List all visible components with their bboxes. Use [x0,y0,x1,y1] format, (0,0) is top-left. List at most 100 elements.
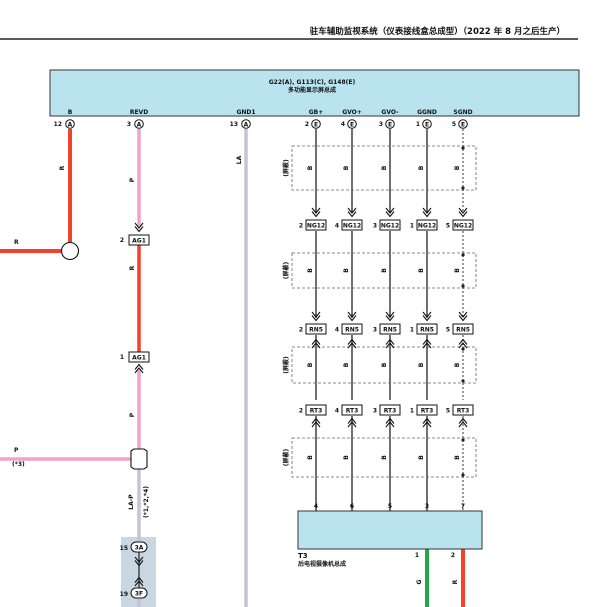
pin-conn-b [65,119,75,129]
b-splice-point [60,241,80,261]
ng12-num-2: 3 [373,222,377,229]
wire-color-0-3: B [307,455,314,460]
rn-chevron-0 [311,311,321,322]
rt3-connector-0-label: RT3 [310,407,323,414]
rn5-connector-0-label: RN5 [309,326,323,333]
rt-up-chevron-4 [458,417,468,428]
ng12-connector-2 [379,219,401,231]
rt3-num-0: 2 [299,407,303,414]
pin-conn-sgnd [458,119,468,129]
conn-3a-num: 15 [120,545,128,552]
wire-color-2-2: B [381,362,388,367]
wire-color-3-2: B [418,362,425,367]
revd-wire-color: P [129,177,136,182]
left-pink-label: P [14,447,19,454]
ag1-top-num: 2 [120,237,124,244]
pin-conn-revd [134,119,144,129]
wire-color-1-3: B [343,455,350,460]
camera-pin-num-1: 6 [350,503,354,510]
pin-conn-gvo-letter: E [350,121,354,128]
rn-up-chevron-4 [458,338,468,349]
pin-name-gnd1: GND1 [236,109,255,116]
multi-display-connector-box [49,69,580,117]
ng-chevron-0 [311,207,321,218]
ng12-connector-4-label: NG12 [454,222,472,229]
pin-name-gvo: GVO- [381,109,399,116]
la-p-color: LA-P [128,494,135,510]
rt-up-chevron-3 [422,417,432,428]
ng12-connector-0-label: NG12 [307,222,325,229]
ng-chevron-4 [458,207,468,218]
rt3-num-3: 1 [410,407,414,414]
canl-wire-color: R [452,579,459,584]
ng12-num-4: 5 [446,222,450,229]
pin-num-sgnd: 5 [452,121,456,128]
pin-conn-gvo [385,119,395,129]
ng12-num-3: 1 [410,222,414,229]
camera-pin-num-3: 3 [425,503,429,510]
drain-dot-top-2 [461,347,465,351]
camera-pin-num-0: 4 [314,503,318,510]
wire-color-1-2: B [343,362,350,367]
ng12-connector-3 [416,219,438,231]
ag1-top-connector-label: AG1 [132,237,146,244]
top-connector-id: G22(A), G113(C), G148(E) [269,79,356,86]
camera-canh-num: 1 [415,552,419,559]
ag1-top-chevron [134,222,144,233]
shield-boxes [291,145,477,478]
gnd1-wire-color: LA [236,155,243,164]
shield-label-1: (屏蔽) [282,159,290,177]
drain-dot-bottom-3 [461,473,465,477]
rn5-connector-3-label: RN5 [420,326,434,333]
rn-chevron-1 [347,311,357,322]
rn5-num-1: 4 [335,326,339,333]
rt3-connector-4-label: RT3 [457,407,470,414]
pin-name-gb: GB+ [309,109,324,116]
pin-num-ggnd: 1 [416,121,420,128]
wire-color-4-0: B [454,165,461,170]
pin-conn-ggnd-letter: E [425,121,429,128]
revd-mid-color: R [129,265,136,270]
rn-up-chevron-1 [347,338,357,349]
rn-up-chevron-0 [311,338,321,349]
rn5-connector-2 [379,323,401,335]
rt-up-chevron-0 [311,417,321,428]
drain-dot-bottom-2 [461,379,465,383]
pin-num-b: 12 [54,121,62,128]
rn-up-chevron-2 [385,338,395,349]
ng12-connector-4 [452,219,474,231]
conn-3a-label: 3A [135,545,144,552]
rn5-connector-3 [416,323,438,335]
rn5-connector-4-label: RN5 [456,326,470,333]
pin-name-revd: REVD [130,109,148,116]
rn-up-chevron-3 [422,338,432,349]
wire-color-4-2: B [454,362,461,367]
rt3-connector-2-label: RT3 [384,407,397,414]
ag1-bottom-chevron [134,363,144,374]
ng12-connector-1-label: NG12 [343,222,361,229]
rn5-num-2: 3 [373,326,377,333]
wire-color-0-2: B [307,362,314,367]
drain-dot-bottom-0 [461,186,465,190]
wire-color-1-1: B [343,268,350,273]
left-pink-note: (*3) [12,461,25,468]
ag1-top-connector [128,234,150,246]
rt3-connector-3-label: RT3 [421,407,434,414]
shield-label-4: (屏蔽) [282,449,290,467]
ng12-connector-3-label: NG12 [418,222,436,229]
rn5-connector-1-label: RN5 [345,326,359,333]
pin-conn-gvo [347,119,357,129]
ng12-connector-2-label: NG12 [381,222,399,229]
ng-chevron-3 [422,207,432,218]
ng12-num-0: 2 [299,222,303,229]
rt3-connector-2 [379,404,401,416]
wire-color-2-0: B [381,165,388,170]
rt3-connector-1-label: RT3 [346,407,359,414]
rn5-num-0: 2 [299,326,303,333]
drain-dot-bottom-1 [461,284,465,288]
top-connector-name: 多功能显示屏总成 [288,86,336,94]
rt3-connector-3 [416,404,438,416]
wire-color-3-1: B [418,268,425,273]
rt3-connector-1 [341,404,363,416]
